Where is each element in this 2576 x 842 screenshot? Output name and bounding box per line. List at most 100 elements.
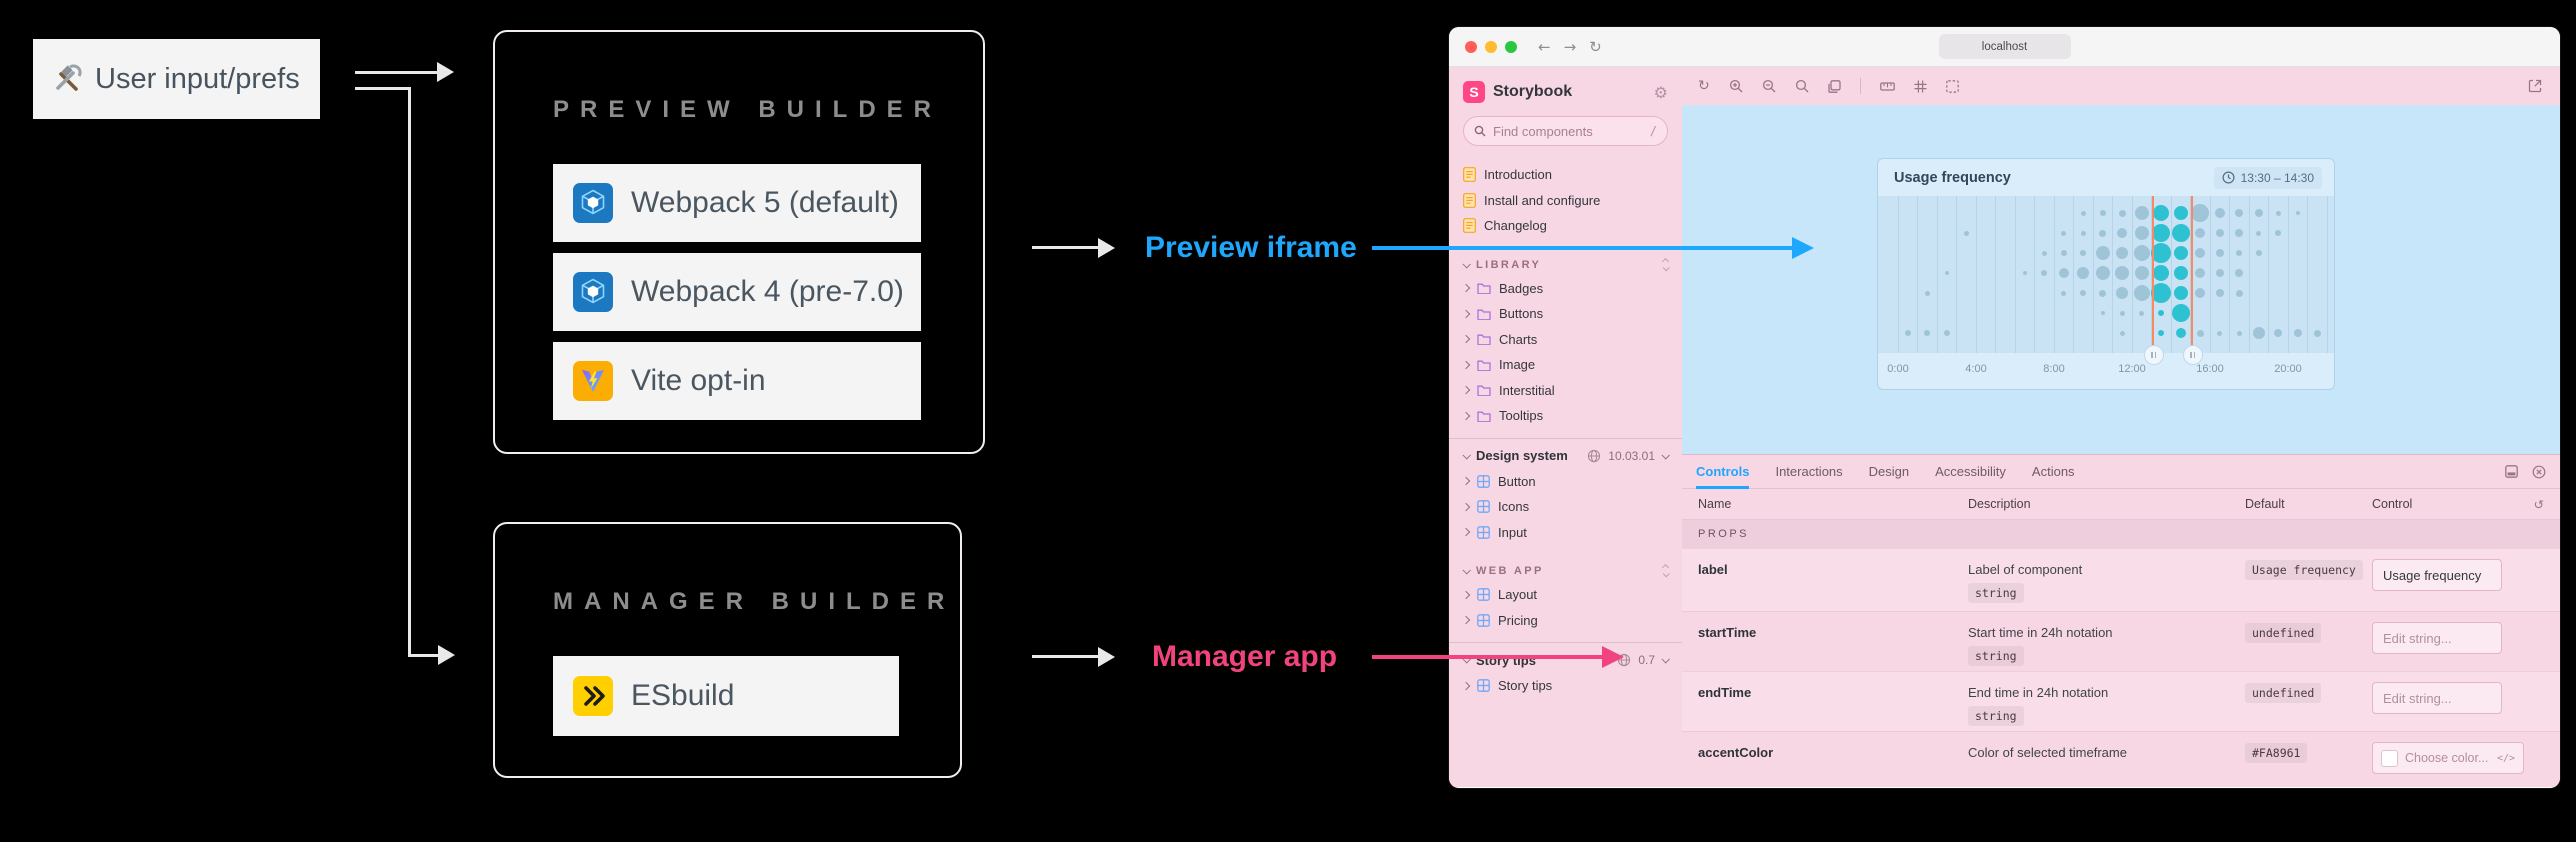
arg-type-chip: string: [1968, 583, 2024, 603]
selected-data-dot: [2153, 205, 2170, 221]
close-window-button[interactable]: [1465, 40, 1477, 53]
section-library[interactable]: LIBRARY: [1462, 254, 1670, 276]
manager-app-arrow: [1372, 655, 1602, 659]
gridline: [2092, 196, 2094, 353]
col-name: Name: [1698, 497, 1732, 511]
data-dot: [2134, 226, 2149, 240]
data-dot: [2195, 228, 2206, 238]
sidebar-item-story-tips[interactable]: Story tips: [1461, 673, 1668, 699]
minimize-window-button[interactable]: [1485, 40, 1497, 53]
section-web-app[interactable]: WEB APP: [1462, 560, 1670, 582]
chevron-right-icon: [1461, 284, 1471, 293]
divider: [1449, 642, 1682, 643]
sidebar-item-label: Layout: [1498, 587, 1538, 603]
sidebar-item-introduction[interactable]: Introduction: [1463, 162, 1668, 188]
manager-builder-box: MANAGER BUILDER ESbuild: [493, 522, 962, 778]
remount-icon[interactable]: ↻: [1698, 78, 1710, 94]
browser-forward-icon[interactable]: →: [1563, 37, 1577, 56]
selected-data-dot: [2171, 224, 2190, 242]
zoom-out-icon[interactable]: [1762, 79, 1776, 93]
builder-option-label: Webpack 5 (default): [631, 186, 899, 219]
collapse-all-icon[interactable]: [1661, 257, 1670, 271]
x-tick-label: 20:00: [2274, 363, 2302, 375]
panel-position-icon[interactable]: [2505, 465, 2518, 478]
gear-icon[interactable]: ⚙: [1653, 82, 1668, 102]
gridline: [2034, 196, 2035, 353]
version-select[interactable]: 0.7: [1638, 653, 1655, 667]
arg-control-color-accentColor[interactable]: Choose color...</>: [2372, 742, 2524, 774]
sidebar-item-label: Charts: [1499, 331, 1538, 347]
arg-control-input-endTime[interactable]: [2372, 682, 2502, 714]
background-icon[interactable]: [1828, 79, 1841, 93]
zoom-reset-icon[interactable]: [1795, 79, 1809, 93]
data-dot: [2118, 209, 2126, 217]
gridline: [1956, 196, 1957, 353]
manager-app-label: Manager app: [1152, 640, 1338, 673]
sidebar-item-pricing[interactable]: Pricing: [1461, 608, 1668, 634]
data-dot: [2195, 268, 2206, 278]
arrow-preview-to-label: [1032, 246, 1098, 249]
close-panel-icon[interactable]: [2532, 465, 2546, 479]
tab-accessibility[interactable]: Accessibility: [1935, 464, 2006, 479]
version-select[interactable]: 10.03.01: [1608, 448, 1655, 463]
clock-icon: [2222, 171, 2235, 184]
sidebar-item-changelog[interactable]: Changelog: [1463, 213, 1668, 239]
arg-control-input-startTime[interactable]: [2372, 622, 2502, 654]
color-placeholder: Choose color...: [2405, 751, 2489, 765]
sidebar-item-interstitial[interactable]: Interstitial: [1461, 378, 1668, 404]
sidebar-item-label: Changelog: [1484, 218, 1547, 234]
collapse-all-icon[interactable]: [1661, 563, 1670, 578]
section-design-system[interactable]: Design system 10.03.01: [1462, 443, 1670, 469]
preview-iframe-arrowhead: [1792, 237, 1814, 259]
data-dot: [2256, 230, 2262, 236]
gridline: [2307, 196, 2308, 353]
sidebar-item-layout[interactable]: Layout: [1461, 582, 1668, 608]
sidebar-item-button[interactable]: Button: [1461, 469, 1668, 495]
sidebar-item-label: Interstitial: [1499, 382, 1555, 398]
data-dot: [2215, 289, 2224, 297]
data-dot: [1924, 290, 1930, 296]
maximize-window-button[interactable]: [1505, 40, 1517, 53]
data-dot: [2060, 250, 2067, 256]
sidebar-item-tooltips[interactable]: Tooltips: [1461, 403, 1668, 429]
folder-icon: [1477, 384, 1491, 397]
storybook-sidebar: S Storybook ⚙ Find components / Introduc…: [1449, 67, 1682, 787]
tab-design[interactable]: Design: [1868, 464, 1910, 479]
sidebar-item-label: Pricing: [1498, 612, 1538, 628]
sidebar-item-input[interactable]: Input: [1461, 520, 1668, 546]
tab-controls[interactable]: Controls: [1696, 455, 1750, 489]
arg-control-input-label[interactable]: [2372, 559, 2502, 591]
x-tick-label: 12:00: [2118, 363, 2146, 375]
doc-icon: [1463, 218, 1476, 234]
address-bar[interactable]: localhost: [1938, 34, 2071, 59]
data-dot: [2275, 230, 2282, 236]
data-dot: [1924, 330, 1931, 336]
tab-interactions[interactable]: Interactions: [1775, 464, 1843, 479]
selection-start-handle[interactable]: [2143, 345, 2164, 365]
outline-icon[interactable]: [1945, 79, 1959, 93]
open-external-icon[interactable]: [2528, 79, 2542, 93]
grid-icon[interactable]: [1914, 80, 1927, 93]
selected-data-dot: [2158, 330, 2165, 336]
section-story-tips[interactable]: Story tips 0.7: [1462, 647, 1670, 673]
sidebar-item-charts[interactable]: Charts: [1461, 327, 1668, 353]
canvas-toolbar: ↻: [1682, 67, 2560, 105]
sidebar-item-install-and-configure[interactable]: Install and configure: [1463, 188, 1668, 214]
measure-icon[interactable]: [1879, 81, 1895, 92]
browser-reload-icon[interactable]: ↻: [1589, 37, 1602, 56]
zoom-in-icon[interactable]: [1729, 79, 1743, 93]
selection-end-handle[interactable]: [2182, 345, 2203, 365]
esbuild-icon: [573, 676, 613, 716]
browser-back-icon[interactable]: ←: [1538, 37, 1551, 56]
reset-controls-icon[interactable]: ↺: [2533, 496, 2544, 512]
section-label: LIBRARY: [1476, 258, 1542, 271]
sidebar-item-image[interactable]: Image: [1461, 352, 1668, 378]
sidebar-item-icons[interactable]: Icons: [1461, 494, 1668, 520]
sidebar-item-badges[interactable]: Badges: [1461, 276, 1668, 302]
sidebar-item-buttons[interactable]: Buttons: [1461, 301, 1668, 327]
tab-actions[interactable]: Actions: [2031, 464, 2075, 479]
col-control: Control: [2372, 497, 2413, 511]
search-input[interactable]: Find components /: [1463, 116, 1668, 146]
